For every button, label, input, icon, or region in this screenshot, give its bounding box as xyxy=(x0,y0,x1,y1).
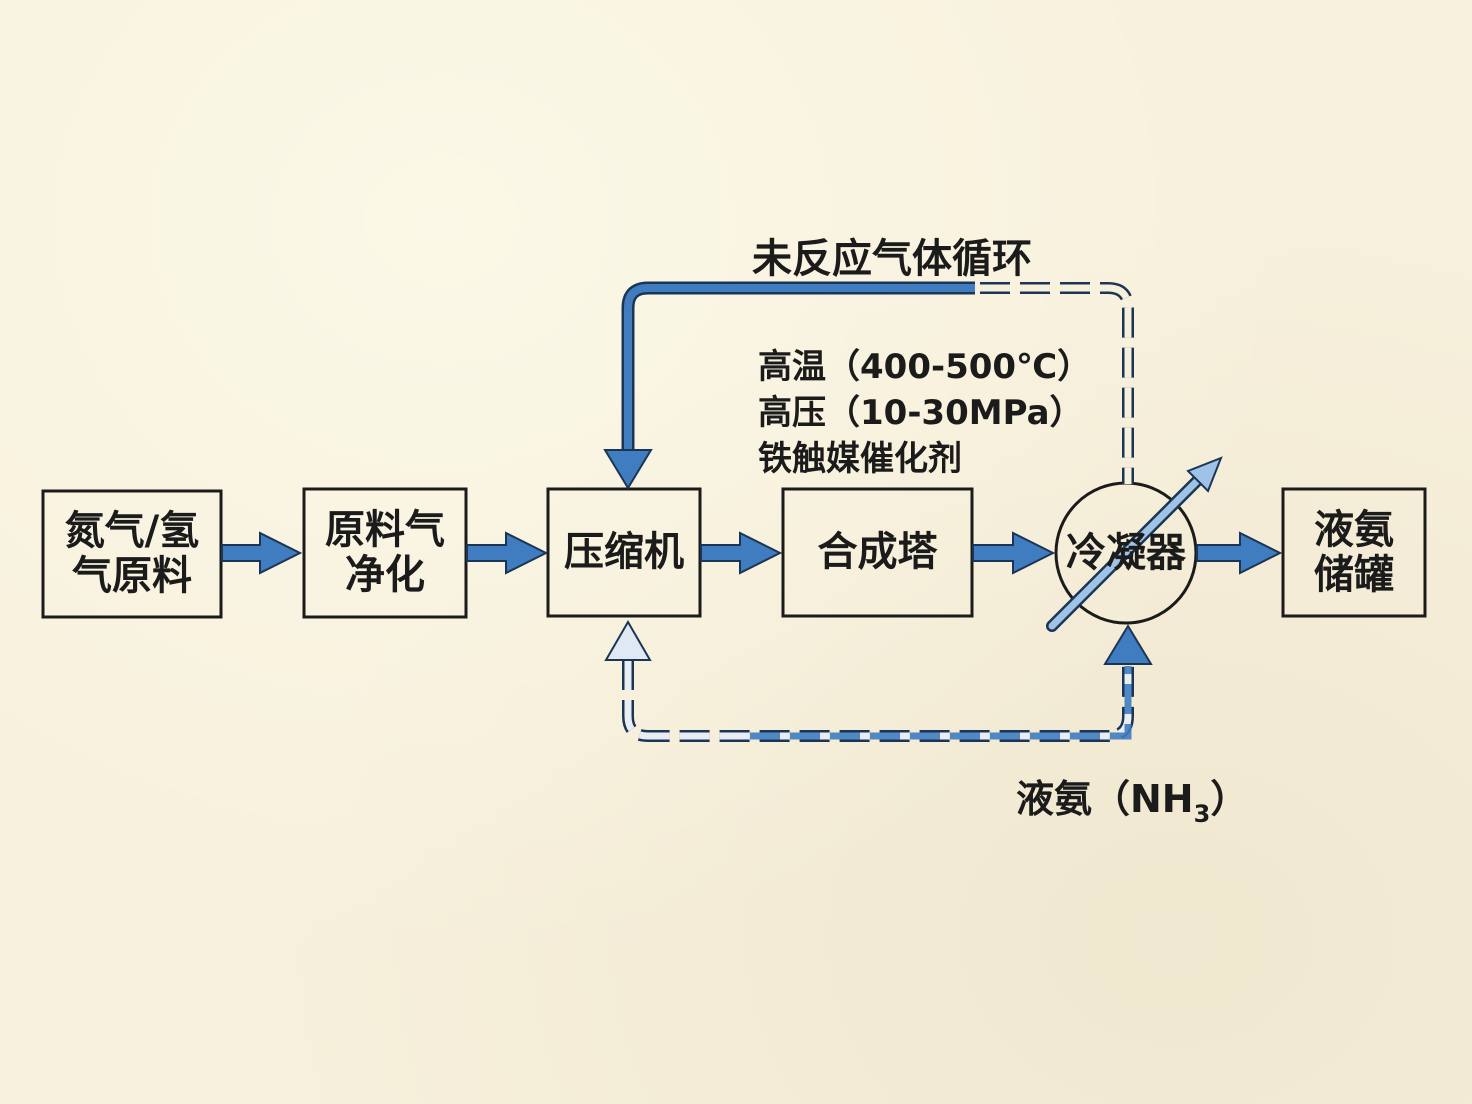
arrow-compressor-to-tower xyxy=(700,531,783,575)
recycle-loop-top xyxy=(603,281,1134,490)
arrow-raw-to-purification xyxy=(221,531,303,575)
raw-material-label: 氮气/氢 气原料 xyxy=(64,508,200,599)
condenser-heat-arrow xyxy=(1046,456,1223,632)
synthesis-tower-label: 合成塔 xyxy=(817,529,938,576)
product-subscript: 3 xyxy=(1193,800,1211,828)
arrow-condenser-to-storage xyxy=(1196,531,1283,575)
liquid-ammonia-label: 液氨（NH3） xyxy=(1016,768,1249,828)
arrow-purification-to-compressor xyxy=(466,531,549,575)
purification-label: 原料气 净化 xyxy=(325,507,445,598)
condition-catalyst: 铁触媒催化剂 xyxy=(758,439,962,479)
storage-tank-label: 液氨 储罐 xyxy=(1314,506,1394,598)
ammonia-loop-bottom xyxy=(604,620,1153,742)
product-suffix: ） xyxy=(1210,777,1249,821)
arrow-tower-to-condenser xyxy=(972,531,1056,575)
recycle-label: 未反应气体循环 xyxy=(752,236,1032,282)
condition-temperature: 高温（400-500℃） xyxy=(758,347,1092,387)
reaction-conditions: 高温（400-500℃） 高压（10-30MPa） 铁触媒催化剂 xyxy=(758,344,1091,482)
storage-tank-box xyxy=(1281,487,1427,618)
condition-pressure: 高压（10-30MPa） xyxy=(758,393,1084,433)
product-prefix: 液氨（NH xyxy=(1016,777,1194,821)
condenser-label: 冷凝器 xyxy=(1066,529,1186,576)
compressor-label: 压缩机 xyxy=(564,529,684,576)
